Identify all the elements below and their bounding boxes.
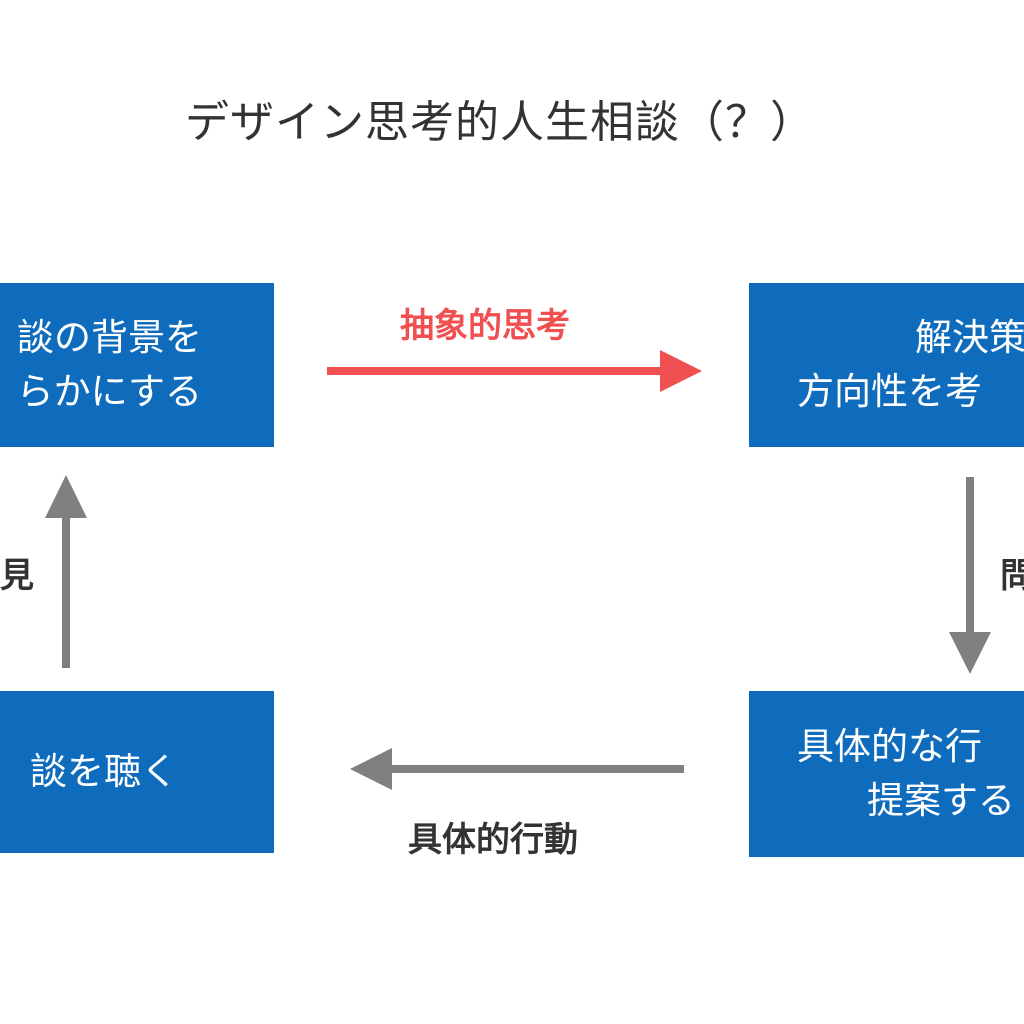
step-box-direction-line1: 解決策の — [915, 316, 1024, 359]
arrow-right-down — [949, 477, 991, 674]
arrow-left-up — [45, 475, 87, 668]
arrow-concrete-action — [350, 748, 684, 790]
arrow-abstract-thinking — [327, 350, 702, 392]
step-box-propose: 具体的な行 提案する — [749, 691, 1024, 857]
arrow-label-concrete: 具体的行動 — [408, 820, 578, 860]
step-box-background-line2: らかにする — [16, 370, 202, 413]
step-box-propose-line1: 具体的な行 — [797, 725, 982, 768]
step-box-direction: 解決策の 方向性を考 — [749, 283, 1024, 447]
page-title: デザイン思考的人生相談（？） — [185, 97, 815, 148]
step-box-listen-line1: 談を聴く — [30, 750, 178, 793]
arrow-label-right: 問 — [1000, 556, 1024, 596]
step-box-direction-line2: 方向性を考 — [797, 370, 982, 413]
step-box-background: 談の背景を らかにする — [0, 283, 274, 447]
step-box-propose-line2: 提案する — [867, 779, 1015, 822]
step-box-background-line1: 談の背景を — [17, 316, 202, 359]
arrow-label-abstract: 抽象的思考 — [400, 306, 570, 346]
step-box-listen: 談を聴く — [0, 691, 274, 853]
arrow-label-left: 見 — [0, 556, 34, 596]
